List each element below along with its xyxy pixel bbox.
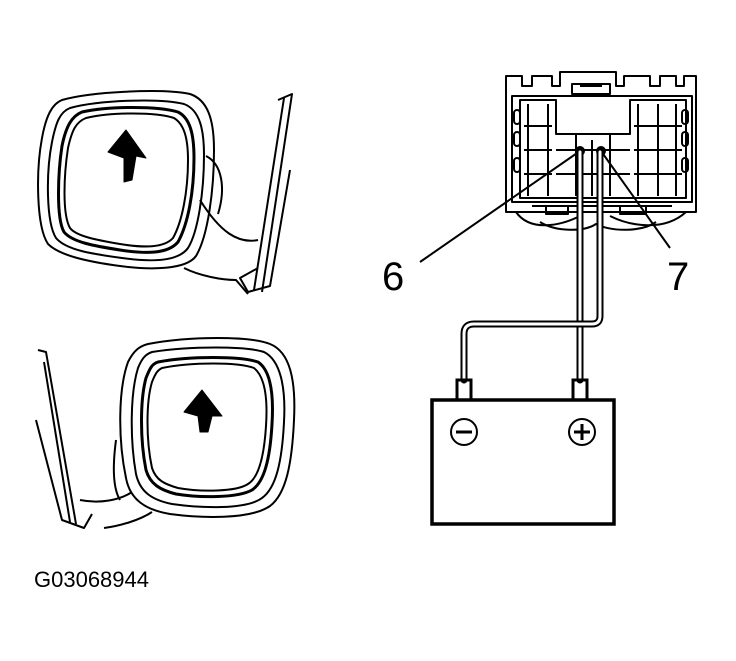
positive-terminal-symbol [568,418,596,446]
mirror-left-arrow-up-icon [37,90,293,295]
test-leads [460,148,604,384]
mirror-right-arrow-up-icon [35,337,296,529]
leader-line-6 [419,150,581,263]
figure-code: G03068944 [34,567,149,592]
terminal-6-label: 6 [382,255,404,299]
negative-terminal-symbol [450,418,478,446]
leader-line-7 [600,150,671,249]
battery-icon [430,378,616,526]
terminal-7-label: 7 [667,255,689,299]
